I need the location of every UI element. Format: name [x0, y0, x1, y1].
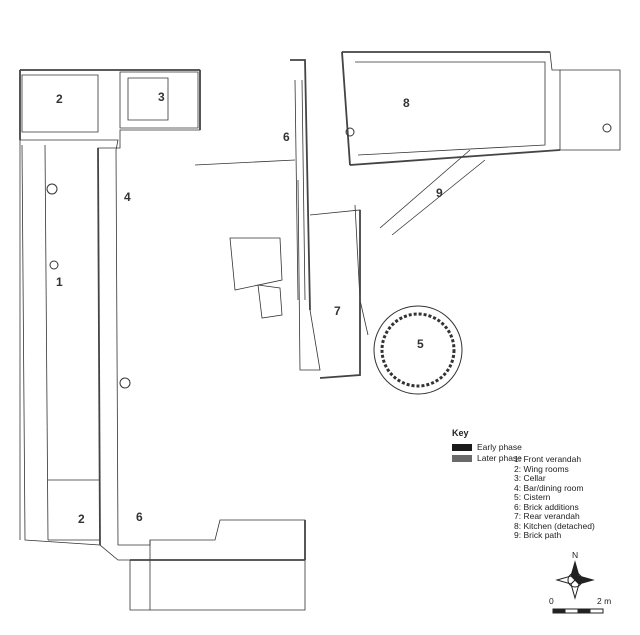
wing-room-2a	[21, 74, 99, 133]
cellar-3	[119, 71, 199, 129]
room-label-5: 5	[417, 337, 424, 351]
legend-item: 2: Wing rooms	[514, 463, 569, 474]
key-early-row: Early phase	[452, 442, 632, 453]
room-label-4: 4	[124, 190, 131, 204]
room-label-6b: 6	[136, 510, 143, 524]
early-phase-swatch	[452, 444, 472, 451]
room-label-6a: 6	[283, 130, 290, 144]
cistern-inner	[380, 312, 456, 388]
internal-wall-6	[194, 159, 296, 166]
fragments-b	[257, 284, 283, 319]
legend-item: 8: Kitchen (detached)	[514, 520, 595, 531]
brick-path-9a	[379, 149, 471, 229]
legend-item: 5: Cistern	[514, 492, 551, 502]
brick-path-9b	[391, 159, 486, 236]
wing-room-2b	[48, 479, 101, 541]
north-arrow-icon	[555, 560, 595, 600]
kitchen-east	[560, 69, 621, 151]
verandah-inner-line	[44, 144, 49, 541]
main-building-walls	[19, 69, 306, 611]
legend-item: 7: Rear verandah	[514, 511, 580, 521]
room-label-2b: 2	[78, 512, 85, 526]
legend-item: 9: Brick path	[514, 530, 562, 540]
post-hole	[345, 127, 355, 137]
room-label-7: 7	[334, 304, 341, 318]
key-later-row: Later phase	[452, 453, 632, 464]
kitchen-8	[341, 51, 561, 166]
legend-item: 1: Front verandah	[514, 454, 582, 464]
rear-rubble	[354, 204, 369, 336]
post-hole	[46, 183, 58, 195]
room-label-3: 3	[158, 90, 165, 104]
room-label-8: 8	[403, 96, 410, 110]
early-phase-label: Early phase	[477, 442, 522, 452]
cellar-inner	[127, 77, 169, 121]
fragments-a	[229, 237, 283, 291]
room-label-9: 9	[436, 186, 443, 200]
front-verandah-edge	[21, 144, 101, 546]
cistern-outer	[373, 305, 463, 395]
scale-start-label: 0	[549, 596, 554, 606]
later-phase-swatch	[452, 455, 472, 462]
room-label-2a: 2	[56, 92, 63, 106]
legend-item: 4: Bar/dining room	[514, 482, 584, 493]
post-hole	[602, 123, 612, 133]
north-label: N	[572, 550, 579, 560]
key-title: Key	[452, 428, 469, 438]
scale-bar	[552, 608, 604, 614]
scale-end-label: 2 m	[597, 596, 612, 606]
legend-item: 3: Cellar	[514, 473, 546, 483]
post-hole	[119, 377, 131, 389]
room-label-1: 1	[56, 275, 63, 289]
post-hole	[49, 260, 59, 270]
kitchen-inner	[355, 61, 546, 156]
later-phase-label: Later phase	[477, 453, 522, 463]
map-key: Key Early phase Later phase	[452, 428, 632, 464]
brick-wall-6	[290, 59, 321, 371]
legend-item: 6: Brick additions	[514, 501, 579, 512]
brick-row-lines	[294, 79, 306, 301]
room-legend: 1: Front verandah 2: Wing rooms 3: Cella…	[514, 454, 595, 541]
